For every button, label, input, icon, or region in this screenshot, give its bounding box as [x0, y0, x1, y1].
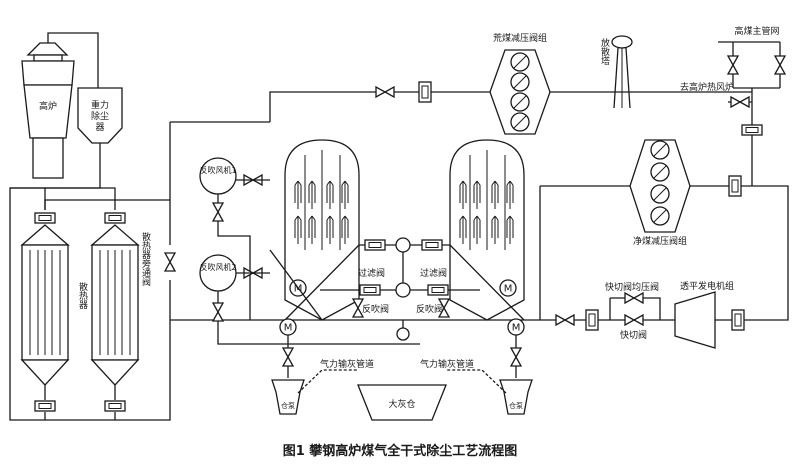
trt-outlet-meter	[731, 309, 745, 331]
equalize-valve[interactable]	[624, 292, 644, 304]
filter-valve-right-label: 过滤阀	[420, 267, 447, 279]
bag-filter-1	[284, 139, 360, 321]
to-hot-stove-label: 去高炉热风炉	[680, 81, 734, 93]
blast-furnace	[21, 42, 75, 179]
big-ash-bin	[357, 384, 447, 421]
heat-dissipator-label: 散热器	[77, 281, 88, 309]
back-blower-1-valve[interactable]	[212, 202, 224, 222]
silo-left-label: 仓泵	[281, 401, 295, 410]
shutoff-equalize-label: 快切阀均压阀	[605, 281, 659, 293]
bypass-valve-label: 散热器旁通阀	[140, 231, 151, 287]
vent-tower	[611, 35, 633, 109]
clean-gas-prv-group	[629, 139, 691, 233]
filter2-motor[interactable]	[499, 279, 517, 297]
vent-tower-label: 放散塔	[599, 37, 610, 66]
back-blower-2-label: 反吹风机2	[199, 262, 236, 272]
figure-caption: 图1 攀钢高炉煤气全干式除尘工艺流程图	[283, 443, 518, 459]
back-blower-2	[199, 254, 237, 292]
gravity-label-2: 除尘	[91, 110, 109, 122]
bypass-valve[interactable]	[164, 252, 176, 272]
trt-inlet-valve[interactable]	[555, 314, 575, 326]
back-blower-1	[199, 157, 237, 195]
high-gas-main-label: 高煤主管网	[734, 25, 779, 37]
hot-stove-valve[interactable]	[730, 96, 750, 108]
header-motor-left[interactable]	[279, 318, 297, 336]
raw-gas-prv-group	[489, 49, 551, 135]
pneumatic-ash-right-label: 气力输灰管道	[420, 358, 474, 370]
trt-meter	[585, 309, 599, 331]
header-motor-right[interactable]	[507, 318, 525, 336]
back-valve-right-label: 反吹阀	[416, 303, 443, 315]
gravity-dust-collector	[77, 87, 123, 144]
silo-left	[271, 379, 305, 415]
heat-dissipator-2	[90, 212, 140, 412]
main-valve-left[interactable]	[727, 55, 739, 75]
trt-unit-label: 透平发电机组	[680, 280, 734, 292]
silo-right	[499, 379, 533, 415]
raw-gas-prv-label: 荒煤减压阀组	[493, 32, 547, 44]
raw-gas-inlet-valve[interactable]	[375, 86, 395, 98]
silo-left-valve[interactable]	[282, 347, 294, 367]
gravity-label-1: 重力	[91, 99, 109, 111]
heat-dissipator-1	[20, 212, 70, 412]
raw-gas-meter	[418, 81, 432, 103]
back-blower-2-valve[interactable]	[212, 302, 224, 322]
pneumatic-ash-left-label: 气力输灰管道	[320, 358, 374, 370]
filter-junction-bottom	[396, 327, 410, 341]
trt-unit	[674, 291, 716, 349]
main-meter	[741, 124, 763, 136]
clean-gas-prv-label: 净煤减压阀组	[633, 235, 687, 247]
shutoff-valve[interactable]	[624, 314, 644, 326]
silo-right-valve[interactable]	[510, 347, 522, 367]
shutoff-valve-label: 快切阀	[620, 329, 647, 341]
main-valve-right[interactable]	[774, 55, 786, 75]
filter-valve-a[interactable]	[364, 239, 386, 251]
back-blower-1-label: 反吹风机1	[199, 165, 236, 175]
blast-furnace-label: 高炉	[39, 100, 57, 112]
big-ash-bin-label: 大灰仓	[388, 398, 415, 410]
back-valve-left-label: 反吹阀	[362, 303, 389, 315]
filter-junction-mid	[395, 282, 411, 298]
filter-valve-b[interactable]	[421, 239, 443, 251]
bag-filter-2	[449, 139, 525, 321]
clean-gas-meter	[728, 175, 742, 197]
gravity-label-3: 器	[95, 122, 104, 133]
filter-valve-left-label: 过滤阀	[358, 267, 385, 279]
silo-right-label: 仓泵	[509, 401, 523, 410]
filter-valve-right[interactable]	[427, 284, 449, 296]
filter-junction-top	[395, 237, 411, 253]
filter-valve-left[interactable]	[359, 284, 381, 296]
